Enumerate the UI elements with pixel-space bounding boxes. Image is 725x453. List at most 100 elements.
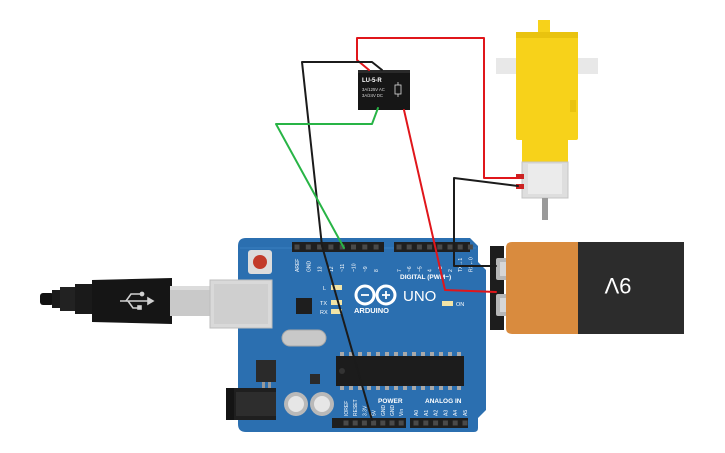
power-jack[interactable] [226, 388, 276, 420]
relay-module[interactable]: LU-5-R 3A/125V AC 3A/24V DC [358, 70, 410, 110]
analog-pin-hole[interactable] [442, 420, 448, 426]
digital-pin-label: 12 [329, 266, 335, 272]
dc-gear-motor[interactable] [496, 20, 598, 220]
power-pin-label: GND [381, 405, 387, 417]
brand-label: ARDUINO [354, 306, 389, 315]
chip-pin [385, 352, 389, 356]
digital-pin-hole[interactable] [362, 244, 368, 250]
motor-terminal-bottom[interactable] [516, 184, 524, 189]
digital-pin-hole[interactable] [328, 244, 334, 250]
analog-pin-hole[interactable] [413, 420, 419, 426]
reset-button[interactable] [248, 250, 272, 274]
wire-black-relay-gnd[interactable] [301, 61, 383, 421]
analog-header[interactable] [410, 418, 468, 428]
power-pin-label: RESET [353, 399, 359, 416]
power-header[interactable] [332, 418, 406, 428]
wire-red-relay-battery[interactable] [403, 109, 497, 293]
battery-9v[interactable]: 9V [490, 242, 684, 334]
digital-pin-label: ~5 [417, 266, 423, 272]
digital-pin-hole[interactable] [427, 244, 433, 250]
digital-pin-hole[interactable] [317, 244, 323, 250]
digital-pin-hole[interactable] [305, 244, 311, 250]
digital-pin-hole[interactable] [351, 244, 356, 250]
chip-pin [340, 386, 344, 390]
chip-pin [376, 352, 380, 356]
power-header-label: POWER [378, 398, 403, 405]
arduino-logo-glyphs [361, 291, 390, 299]
digital-pin-hole[interactable] [339, 244, 345, 250]
chip-pin [421, 352, 425, 356]
digital-pin-hole[interactable] [416, 244, 422, 250]
digital-pin-hole[interactable] [467, 244, 473, 250]
analog-pin-label: A0 [414, 410, 420, 416]
chip-pin [412, 386, 416, 390]
relay-ac-rating: 3A/125V AC [362, 87, 385, 92]
digital-pin-hole[interactable] [294, 244, 300, 250]
digital-pin-hole[interactable] [437, 244, 443, 250]
model-label: UNO [403, 288, 436, 305]
digital-pin-hole[interactable] [406, 244, 412, 250]
chip-pin [430, 352, 434, 356]
usb-chip [296, 298, 312, 314]
analog-pin-hole[interactable] [452, 420, 458, 426]
digital-pin-label: ~10 [352, 263, 358, 272]
chip-pin [403, 386, 407, 390]
motor-terminal-top[interactable] [516, 174, 524, 179]
power-pin-hole[interactable] [343, 420, 349, 426]
relay-dc-rating: 3A/24V DC [362, 93, 383, 98]
chip-pin [439, 352, 443, 356]
power-pin-hole[interactable] [361, 420, 367, 426]
power-pin-label: 3.3V [362, 405, 368, 416]
chip-pin [358, 352, 362, 356]
crystal-oscillator [281, 329, 327, 347]
analog-pin-hole[interactable] [423, 420, 429, 426]
chip-pin [394, 352, 398, 356]
power-pin-hole[interactable] [380, 420, 386, 426]
digital-pin-label: 2 [448, 269, 454, 272]
digital-pin-hole[interactable] [457, 244, 463, 250]
usb-cable [40, 278, 214, 324]
digital-pin-label: 7 [397, 269, 403, 272]
digital-pin-label: ~11 [340, 264, 346, 272]
digital-header-left[interactable] [292, 242, 384, 252]
arduino-uno-board[interactable]: ARDUINO UNO L TX RX ON DIGITAL (PWM~) PO… [209, 238, 486, 432]
chip-pin [448, 386, 452, 390]
analog-pin-label: A2 [434, 410, 440, 416]
digital-pin-label: 4 [428, 269, 434, 272]
analog-pin-label: A1 [424, 410, 430, 416]
analog-pin-label: A3 [443, 410, 449, 416]
analog-pin-label: A5 [463, 410, 469, 416]
wire-black-motor-battery[interactable] [453, 177, 519, 267]
power-pin-hole[interactable] [398, 420, 404, 426]
chip-pin [457, 352, 461, 356]
power-pin-hole[interactable] [389, 420, 395, 426]
power-pin-label: IOREF [344, 401, 350, 416]
chip-pin [403, 352, 407, 356]
chip-pin [367, 386, 371, 390]
usb-icon [120, 291, 155, 310]
power-pin-hole[interactable] [371, 420, 377, 426]
analog-pin-hole[interactable] [462, 420, 468, 426]
digital-pin-hole[interactable] [396, 244, 402, 250]
chip-pin [358, 386, 362, 390]
power-pin-hole[interactable] [352, 420, 358, 426]
wire-green-relay-d13[interactable] [275, 107, 379, 249]
chip-pin [412, 352, 416, 356]
chip-pin [394, 386, 398, 390]
battery-label: 9V [604, 273, 631, 298]
capacitor [284, 392, 334, 416]
digital-pin-hole[interactable] [373, 244, 379, 250]
chip-pin [457, 386, 461, 390]
led-rx-label: RX [320, 310, 328, 316]
relay-model-label: LU-5-R [362, 78, 382, 84]
led-l-label: L [323, 286, 326, 292]
wires[interactable] [275, 37, 519, 421]
chip-pin [421, 386, 425, 390]
power-pin-label: 5V [372, 409, 378, 416]
analog-pin-hole[interactable] [433, 420, 439, 426]
digital-pin-hole[interactable] [447, 244, 453, 250]
digital-pin-label: TX→1 [458, 258, 464, 272]
analog-pin-label: A4 [453, 410, 459, 416]
chip-pin [385, 386, 389, 390]
